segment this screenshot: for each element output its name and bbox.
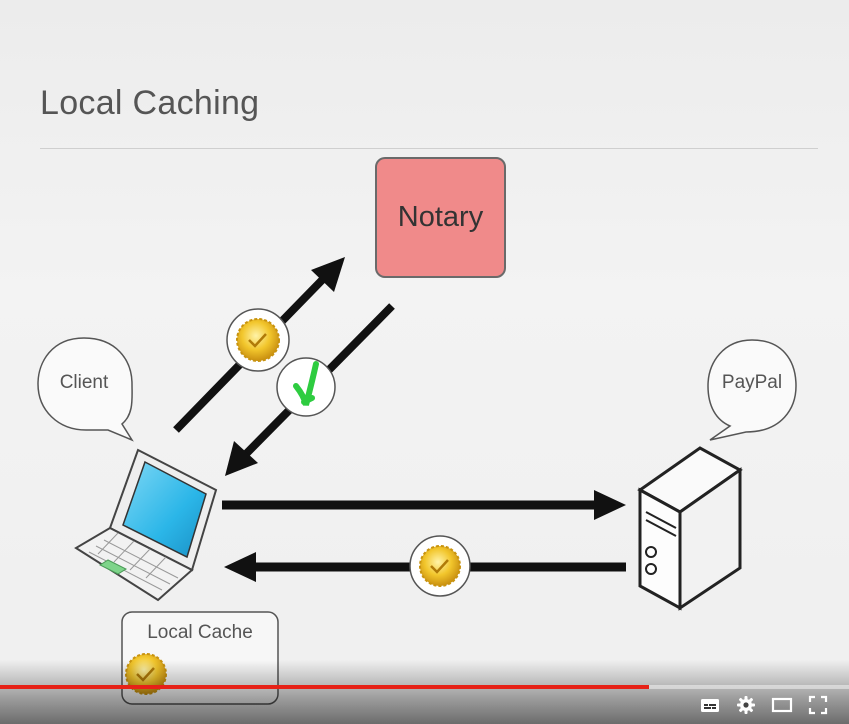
certificate-seal-icon (226, 308, 290, 372)
server-icon (637, 446, 743, 611)
checkmark-icon (276, 357, 336, 417)
server-label: PayPal (721, 372, 783, 393)
title-divider (40, 148, 818, 149)
laptop-icon (74, 448, 218, 602)
arrow-client-to-server (222, 490, 626, 520)
progress-bar[interactable] (0, 685, 849, 689)
slide-title: Local Caching (40, 84, 260, 122)
client-label: Client (59, 372, 109, 393)
progress-fill (0, 685, 650, 689)
theater-mode-icon[interactable] (771, 694, 793, 716)
server-speech-bubble (707, 339, 797, 441)
certificate-seal-icon (409, 535, 471, 597)
player-controls-bar (0, 660, 849, 724)
settings-icon[interactable] (735, 694, 757, 716)
fullscreen-icon[interactable] (807, 694, 829, 716)
local-cache-label: Local Cache (147, 622, 253, 643)
client-speech-bubble (37, 337, 134, 442)
notary-box: Notary (375, 157, 506, 278)
notary-label: Notary (397, 201, 484, 233)
subtitles-icon[interactable] (699, 694, 721, 716)
